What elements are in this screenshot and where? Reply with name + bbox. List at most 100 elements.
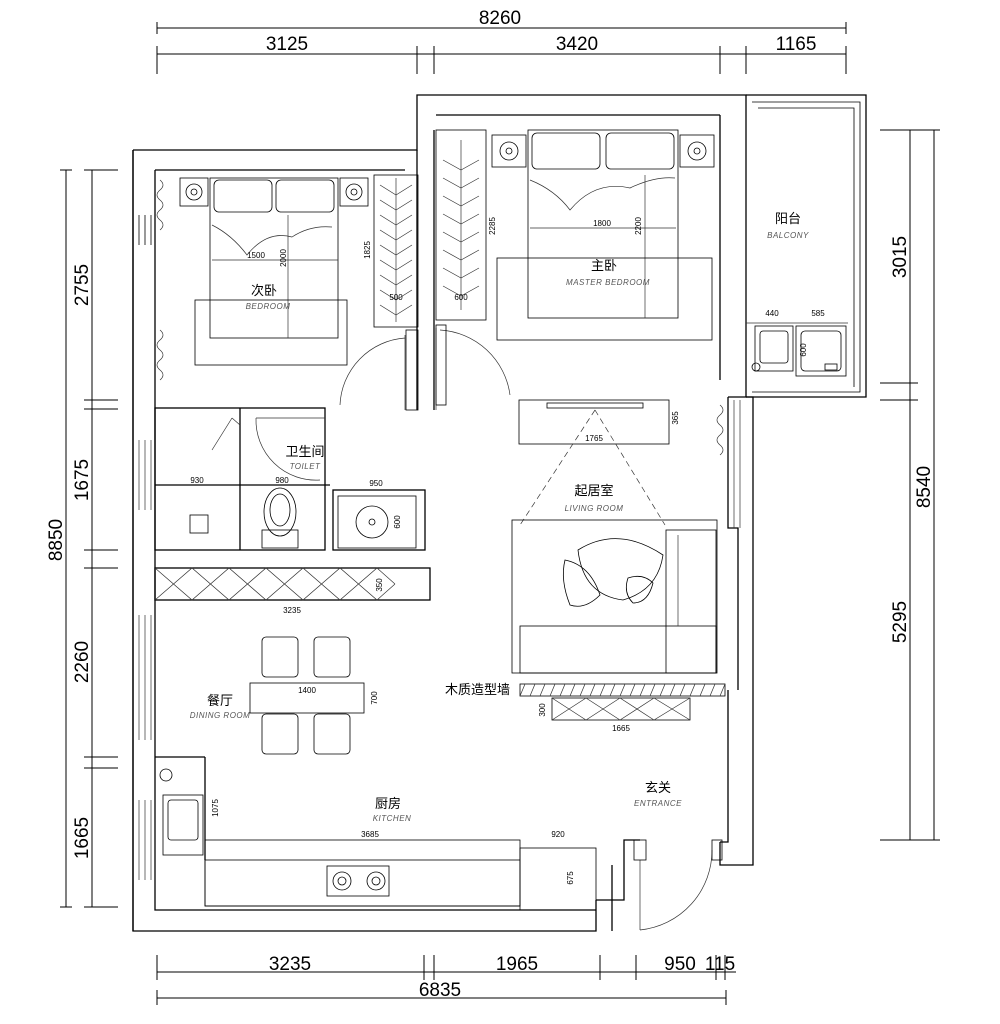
nightstand-left: [179, 177, 209, 207]
toilet-dim-b: 980: [275, 476, 289, 485]
bed-rug: [194, 299, 348, 366]
dimension-lines: [60, 22, 940, 1005]
bed2-width: 1500: [247, 251, 265, 260]
bed1-width: 1800: [593, 219, 611, 228]
right-segment-1: 3015: [890, 236, 911, 278]
entrance: 玄关 ENTRANCE: [633, 780, 723, 931]
top-segment-1: 3125: [266, 34, 308, 55]
bottom-segment-4: 115: [705, 954, 735, 975]
bottom-segment-2: 1965: [496, 954, 538, 975]
window-dining: [138, 615, 152, 740]
door-frame-master-2: [435, 324, 447, 406]
toilet-room: 卫生间 TOILET 930 980 950 600: [138, 417, 417, 549]
left-total-label: 8850: [46, 519, 67, 561]
bed-master: [527, 129, 679, 319]
outer-walls: [132, 94, 867, 932]
kitchen: 厨房 KITCHEN 1075 3685 920 675: [138, 768, 597, 911]
room-sub-dining: DINING ROOM: [190, 711, 251, 720]
balcony-dim-a: 440: [765, 309, 779, 318]
tv-projection: [519, 409, 666, 526]
room-sub-toilet: TOILET: [290, 462, 321, 471]
right-total-label: 8540: [914, 466, 935, 508]
kitchen-counter-length: 3685: [361, 830, 379, 839]
wardrobe2-depth: 500: [389, 293, 403, 302]
window-kitchen: [138, 800, 152, 880]
kitchen-sink: [159, 768, 204, 856]
wardrobe1-depth: 600: [454, 293, 468, 302]
cabinet-depth: 300: [538, 703, 547, 717]
washing-machine: [795, 325, 847, 377]
counter-length: 3235: [283, 606, 301, 615]
tv-cabinet: [518, 399, 670, 445]
wardrobe1-length: 2285: [488, 217, 497, 235]
room-label-master-bedroom: 主卧: [591, 258, 617, 273]
nightstand-master-right: [679, 134, 715, 168]
top-segment-2: 3420: [556, 34, 598, 55]
window-toilet: [138, 440, 152, 510]
top-total-label: 8260: [479, 8, 521, 29]
curtain-left: [156, 179, 164, 231]
sideboard: [154, 567, 396, 601]
window-living: [733, 400, 741, 528]
wardrobe-second-bedroom: [373, 174, 419, 328]
sofa: [519, 529, 717, 674]
shoe-cabinet: [551, 697, 691, 721]
dimension-labels: 8260 3125 3420 1165 3235 1965 950 115 68…: [46, 8, 935, 1001]
tv-depth: 365: [671, 411, 680, 425]
left-segment-2: 1675: [72, 459, 93, 501]
left-segment-4: 1665: [72, 817, 93, 859]
room-sub-living: LIVING ROOM: [565, 504, 624, 513]
toilet-dim-d: 600: [393, 515, 402, 529]
table-width: 700: [370, 691, 379, 705]
door-second-bedroom: [339, 335, 406, 410]
bed1-length: 2200: [634, 217, 643, 235]
table-length: 1400: [298, 686, 316, 695]
door-toilet: [255, 417, 325, 481]
room-sub-second-bedroom: BEDROOM: [246, 302, 291, 311]
balcony-dim-c: 600: [799, 343, 808, 357]
nightstand-master-left: [491, 134, 527, 168]
room-sub-master-bedroom: MASTER BEDROOM: [566, 278, 650, 287]
bottom-segment-3: 950: [664, 954, 696, 975]
left-segment-3: 2260: [72, 641, 93, 683]
door-frame-entry: [633, 839, 647, 861]
toilet-dim-c: 950: [369, 479, 383, 488]
wood-wall-label: 木质造型墙: [445, 682, 510, 697]
toilet-fixture: [261, 487, 299, 549]
toilet-dim-a: 930: [190, 476, 204, 485]
balcony-sink: [751, 325, 794, 372]
left-segment-1: 2755: [72, 264, 93, 306]
room-label-living: 起居室: [574, 483, 613, 498]
master-bedroom: 600 2285 1800 2200 主卧 MASTER BEDROOM: [405, 129, 715, 411]
curtain-living: [716, 404, 724, 456]
coffee-table: [562, 538, 664, 607]
room-label-toilet: 卫生间: [285, 444, 324, 459]
top-segment-3: 1165: [776, 34, 817, 55]
dining-table: [249, 682, 365, 714]
right-segment-2: 5295: [890, 601, 911, 643]
wood-feature-wall: [519, 683, 726, 697]
dining-room: 350 3235 1400 700 餐厅 DINING ROOM: [138, 567, 396, 755]
entry-door: [639, 849, 713, 931]
balcony-dim-b: 585: [811, 309, 825, 318]
wash-basin: [337, 495, 417, 549]
room-label-entrance: 玄关: [645, 780, 671, 795]
tv: [546, 402, 644, 409]
tv-width: 1765: [585, 434, 603, 443]
gas-stove: [326, 865, 390, 897]
balcony: 阳台 BALCONY 440 585 600: [746, 211, 848, 377]
room-label-second-bedroom: 次卧: [251, 283, 277, 298]
dining-chairs: [261, 636, 351, 755]
fridge: [519, 847, 597, 911]
bottom-segment-1: 3235: [269, 954, 311, 975]
window-left-upper: [138, 215, 152, 245]
master-rug: [496, 257, 713, 341]
kitchen-depth: 1075: [211, 799, 220, 817]
room-sub-balcony: BALCONY: [767, 231, 809, 240]
room-sub-kitchen: KITCHEN: [373, 814, 412, 823]
wardrobe-master: [435, 129, 487, 321]
door-frame-entry-2: [711, 839, 723, 861]
shower-drain: [189, 514, 209, 534]
bed2-length: 2000: [279, 249, 288, 267]
